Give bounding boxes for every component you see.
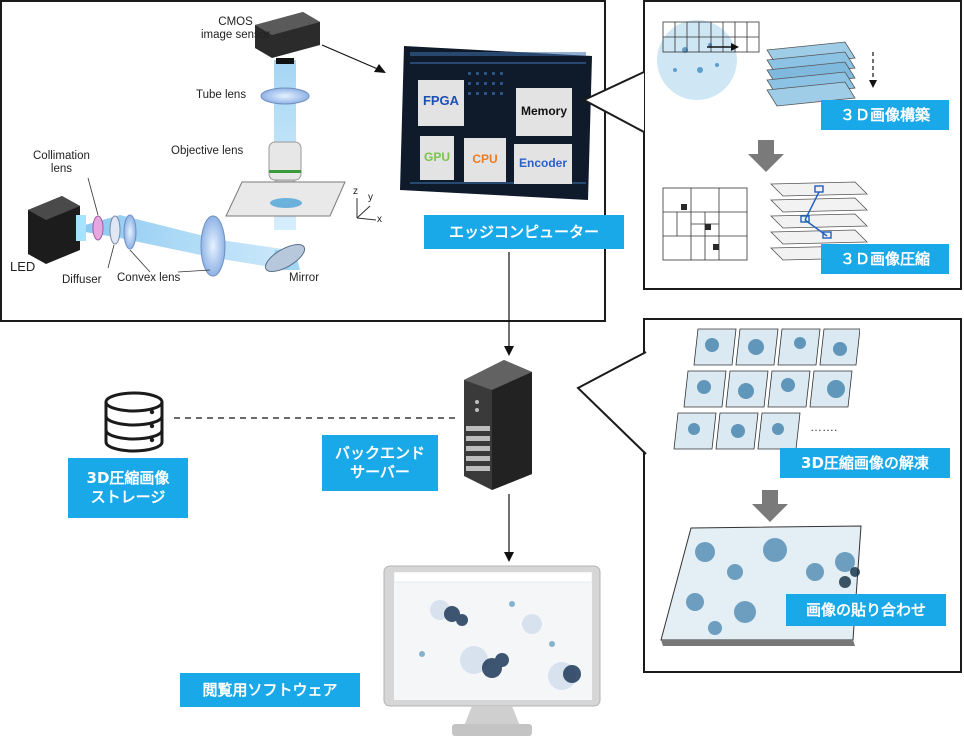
server-tower-icon bbox=[464, 360, 532, 490]
label-objective-lens: Objective lens bbox=[171, 145, 244, 157]
label-convex-lens: Convex lens bbox=[117, 272, 181, 284]
collimation-lens-icon bbox=[92, 215, 104, 241]
label-tube-lens: Tube lens bbox=[196, 89, 247, 101]
stitching-label: 画像の貼り合わせ bbox=[786, 594, 946, 626]
database-icon bbox=[104, 391, 164, 453]
convex-lens-large-icon bbox=[200, 215, 226, 277]
decompress-label: 3D圧縮画像の解凍 bbox=[780, 448, 950, 478]
callout-pointer-bottom bbox=[576, 351, 647, 455]
axis-z-label: z bbox=[353, 186, 358, 197]
reconstruct-illustration bbox=[657, 20, 877, 107]
chip-encoder-label: Encoder bbox=[518, 156, 567, 170]
axis-y-label: y bbox=[368, 192, 373, 203]
compress-illustration bbox=[662, 181, 868, 261]
chip-gpu-label: GPU bbox=[423, 150, 450, 164]
processor-chip-icon bbox=[400, 46, 592, 200]
edge-computer-label: エッジコンピューター bbox=[424, 215, 624, 249]
label-mirror: Mirror bbox=[289, 272, 320, 284]
reconstruct-3d-label: ３Ｄ画像構築 bbox=[821, 100, 949, 130]
axis-x-label: x bbox=[377, 214, 382, 225]
label-led: LED bbox=[10, 259, 36, 274]
chip-cpu-label: CPU bbox=[472, 152, 498, 166]
chip-memory-label: Memory bbox=[520, 104, 567, 118]
gray-down-arrow-top bbox=[748, 140, 784, 172]
tiles-illustration bbox=[673, 328, 860, 450]
tube-lens-icon bbox=[260, 87, 310, 105]
storage-label: 3D圧縮画像 ストレージ bbox=[68, 458, 188, 518]
viewer-software-label: 閲覧用ソフトウェア bbox=[180, 673, 360, 707]
label-diffuser: Diffuser bbox=[62, 274, 102, 286]
mirror-icon bbox=[264, 244, 306, 272]
more-tiles-dots: ……. bbox=[810, 420, 838, 434]
callout-pointer-top bbox=[581, 71, 645, 133]
monitor-icon bbox=[383, 565, 601, 736]
diffuser-icon bbox=[109, 215, 121, 245]
cmos-camera-icon bbox=[255, 12, 320, 64]
gray-down-arrow-bottom bbox=[752, 490, 788, 522]
compress-3d-label: ３Ｄ画像圧縮 bbox=[821, 244, 949, 274]
chip-fpga-label: FPGA bbox=[422, 93, 460, 108]
backend-server-label: バックエンド サーバー bbox=[322, 435, 438, 491]
led-source-icon bbox=[28, 196, 86, 264]
optical-setup-drawing bbox=[28, 12, 386, 277]
convex-lens-small-icon bbox=[123, 214, 137, 250]
xyz-axes-icon bbox=[356, 198, 377, 221]
